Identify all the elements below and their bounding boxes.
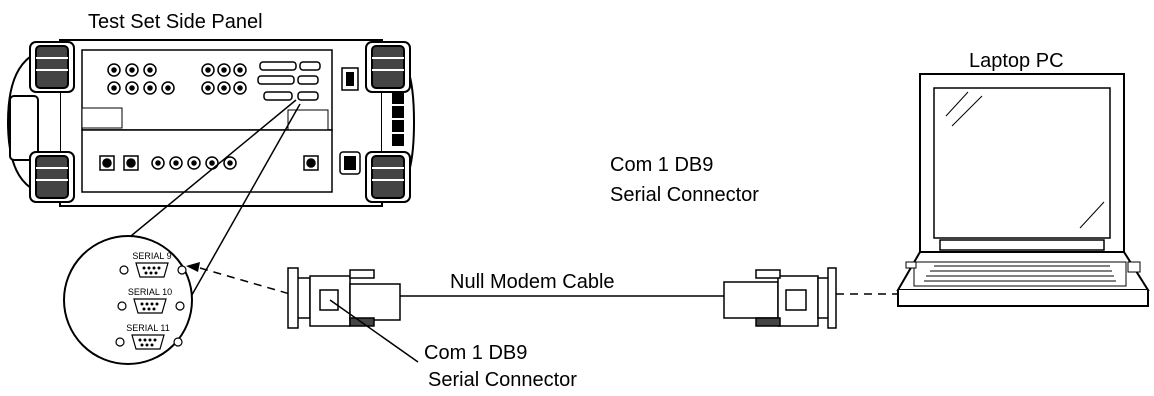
serial-ports-callout: SERIAL 9 SERIAL 10 SERIAL 11 [63, 235, 200, 365]
laptop-connector-label-line2: Serial Connector [610, 184, 759, 206]
right-db9-connector [723, 267, 837, 329]
corner-bumper [365, 151, 411, 203]
dashed-link-left [199, 267, 291, 295]
serial-9-label: SERIAL 9 [132, 251, 171, 261]
serial-11-label: SERIAL 11 [126, 323, 170, 333]
laptop-pc-title: Laptop PC [969, 50, 1064, 72]
test-set-connector-label-line2: Serial Connector [428, 369, 577, 391]
test-set-side-panel-title: Test Set Side Panel [88, 11, 263, 33]
panel-connectors [107, 61, 321, 101]
laptop-connector-label-line1: Com 1 DB9 [610, 154, 714, 176]
corner-bumper [29, 41, 75, 93]
connector-pointer-line [329, 299, 419, 363]
corner-bumper [29, 151, 75, 203]
null-modem-cable-label: Null Modem Cable [450, 271, 615, 293]
serial-10-label: SERIAL 10 [128, 287, 172, 297]
test-set-connector-label-line1: Com 1 DB9 [424, 342, 528, 364]
port-arrow-icon [186, 262, 200, 272]
corner-bumper [365, 41, 411, 93]
left-db9-connector [287, 267, 401, 329]
laptop-pc [896, 73, 1150, 307]
